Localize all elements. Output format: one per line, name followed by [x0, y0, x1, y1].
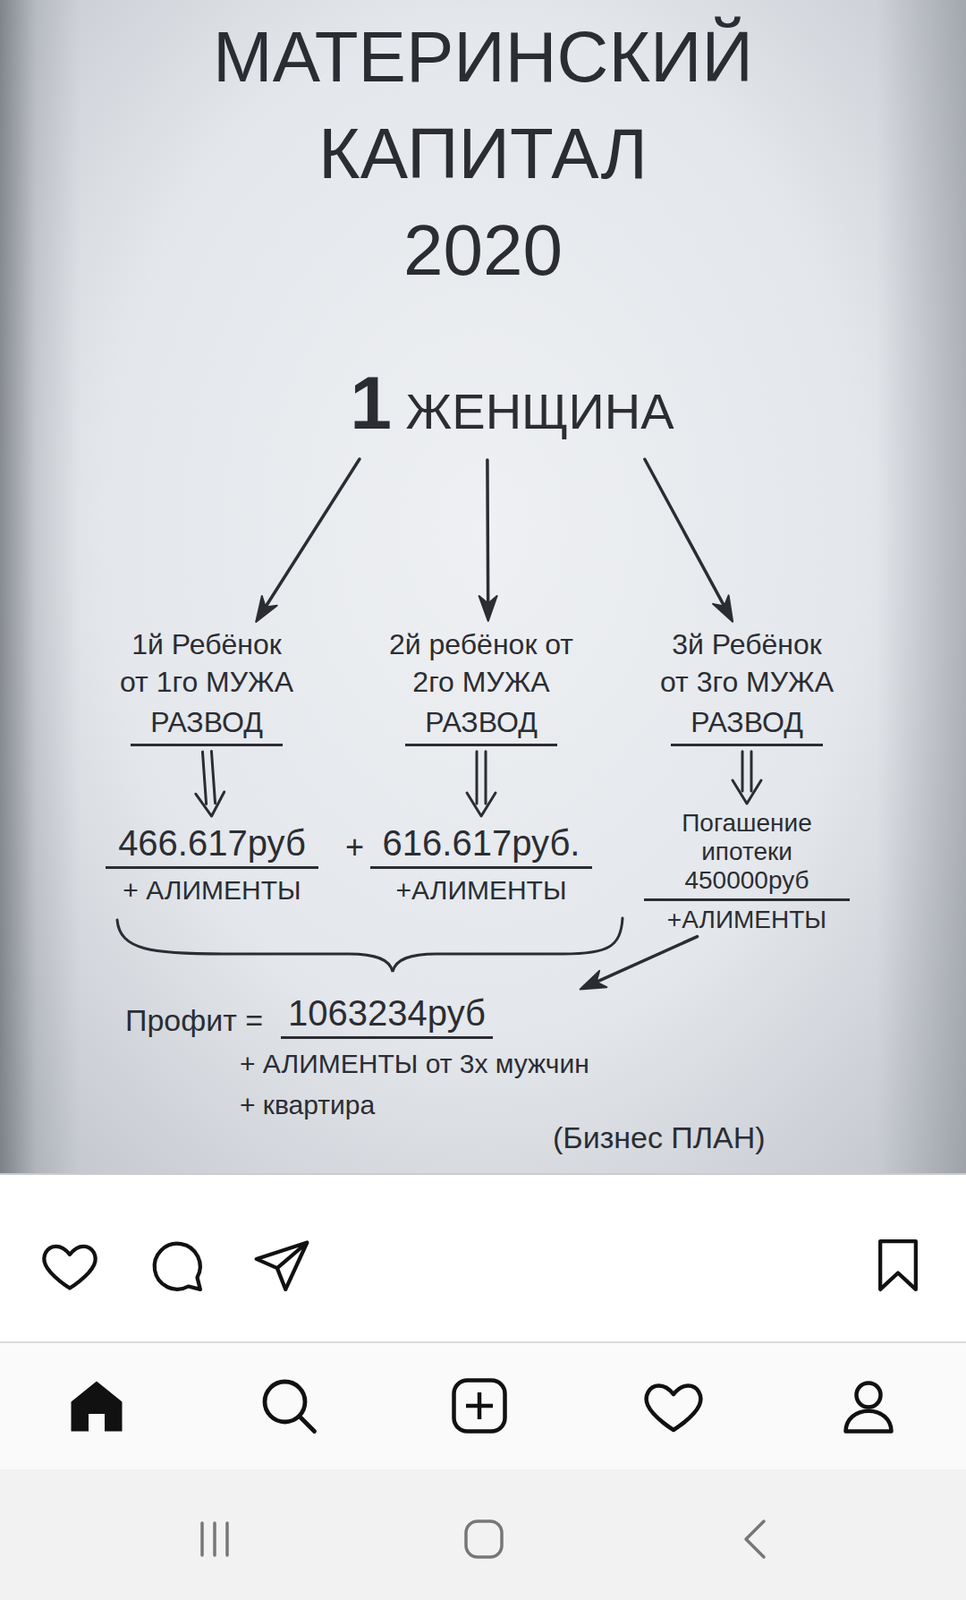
status-note: РАЗВОД — [405, 703, 558, 746]
plus-sign: + — [345, 828, 365, 866]
amount-value: 616.617руб. — [370, 821, 594, 869]
bottom-nav-bar — [0, 1341, 966, 1469]
search-icon — [264, 1381, 315, 1432]
child-node: 3й Ребёнок от 3го МУЖАРАЗВОД — [630, 626, 864, 746]
system-nav-bar — [0, 1468, 966, 1600]
child-node: 1й Ребёнок от 1го МУЖАРАЗВОД — [90, 626, 323, 746]
connector-arrow — [580, 936, 698, 990]
arrow-shaft — [475, 751, 479, 804]
connector-arrow — [479, 459, 498, 621]
like-icon — [43, 1245, 95, 1288]
curly-brace — [117, 917, 623, 972]
activity-icon — [646, 1385, 702, 1431]
arrow-shaft — [202, 751, 206, 804]
arrow-head — [580, 970, 608, 990]
status-note: РАЗВОД — [670, 703, 823, 746]
connector-arrow — [255, 458, 360, 622]
amount-note: + АЛИМЕНТЫ — [100, 873, 324, 907]
amount-note: +АЛИМЕНТЫ — [369, 873, 594, 907]
arrow-shaft — [741, 751, 745, 791]
arrow-head — [255, 595, 277, 622]
profit-label: Профит = — [125, 1001, 263, 1039]
profit-note: + АЛИМЕНТЫ от 3х мужчин — [239, 1047, 590, 1080]
profit-value: 1063234руб — [280, 991, 493, 1039]
arrow-head — [732, 779, 762, 804]
arrow-shaft — [485, 459, 490, 605]
comment-icon — [154, 1243, 201, 1289]
status-note: РАЗВОД — [130, 703, 283, 746]
arrow-shaft — [750, 751, 754, 791]
connector-arrow — [732, 751, 762, 804]
node-heading: 1 ЖЕНЩИНА — [295, 366, 729, 448]
node-heading: 3й Ребёнок от 3го МУЖА — [653, 626, 840, 701]
share-icon — [256, 1242, 308, 1289]
amount-node: Погашение ипотеки 450000руб+АЛИМЕНТЫ — [635, 808, 859, 934]
arrow-shaft — [594, 936, 697, 983]
page-title: МАТЕРИНСКИЙ КАПИТАЛ 2020 — [125, 8, 841, 299]
arrow-head — [479, 595, 498, 621]
child-node: 2й ребёнок от 2го МУЖАРАЗВОД — [364, 626, 598, 746]
connector-arrow — [466, 751, 496, 816]
node-heading: 2й ребёнок от 2го МУЖА — [388, 626, 575, 701]
arrow-head — [195, 791, 225, 816]
new-post-icon — [454, 1380, 506, 1432]
home-icon — [71, 1380, 123, 1431]
arrow-shaft — [644, 458, 726, 608]
connector-arrow — [644, 458, 733, 621]
amount-node: 616.617руб. +АЛИМЕНТЫ — [369, 821, 594, 907]
plan-note: (Бизнес ПЛАН) — [552, 1119, 766, 1155]
recent-apps-button — [202, 1522, 228, 1555]
arrow-shaft — [211, 750, 215, 803]
bookmark-icon — [880, 1240, 916, 1289]
photo-edge — [0, 1172, 966, 1175]
root-node: 1 ЖЕНЩИНА — [295, 366, 729, 455]
connector-arrow — [195, 750, 225, 816]
arrow-head — [466, 792, 496, 816]
home-button — [466, 1520, 502, 1557]
arrow-shaft — [264, 458, 360, 609]
arrow-shaft — [484, 751, 488, 804]
arrow-head — [712, 594, 733, 621]
profit-note: + квартира — [239, 1088, 590, 1121]
profile-icon — [846, 1382, 892, 1432]
nav-divider — [0, 1340, 966, 1343]
profit-node: Профит = 1063234руб + АЛИМЕНТЫ от 3х мужчи… — [125, 991, 590, 1121]
amount-note: +АЛИМЕНТЫ — [635, 904, 859, 935]
amount-value: Погашение ипотеки 450000руб — [644, 808, 850, 901]
amount-value: 466.617руб — [105, 821, 319, 869]
back-button — [745, 1520, 764, 1557]
post-action-bar — [0, 1172, 966, 1342]
amount-node: 466.617руб + АЛИМЕНТЫ — [100, 821, 324, 907]
node-heading: 1й Ребёнок от 1го МУЖА — [113, 626, 300, 701]
